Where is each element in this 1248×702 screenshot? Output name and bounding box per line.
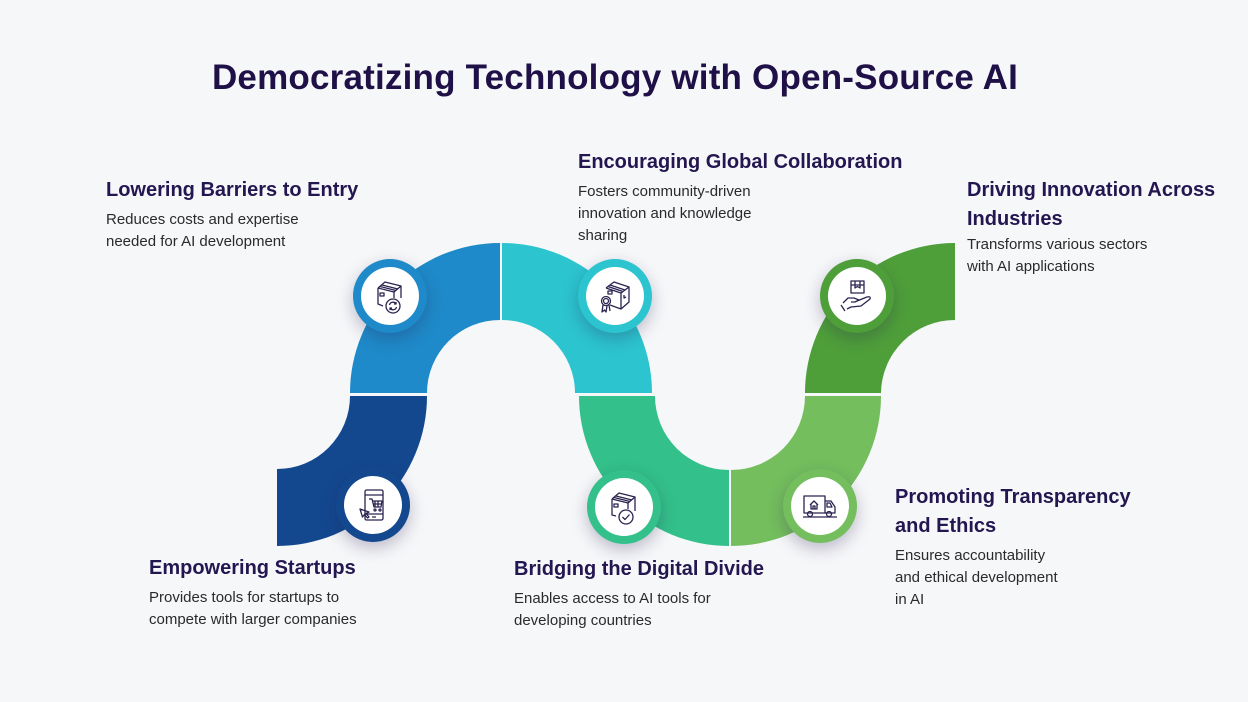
node-transparency-ethics [783,469,857,543]
description-line: innovation and knowledge [578,205,752,222]
item-lowering-barriers: Lowering Barriers to Entry Reduces costs… [106,176,358,253]
item-description: Fosters community-driven innovation and … [578,181,902,247]
description-line: in AI [895,591,925,608]
description-line: compete with larger companies [149,611,357,628]
page-title: Democratizing Technology with Open-Sourc… [211,58,1019,97]
segment-digital-divide [579,396,729,546]
heading-line: Industries [967,208,1063,230]
item-driving-innovation: Driving Innovation Across Industries Tra… [967,176,1215,278]
heading-line: and Ethics [895,515,997,537]
item-description: Reduces costs and expertise needed for A… [106,209,358,253]
node-driving-innovation [820,259,894,333]
item-heading: Lowering Barriers to Entry [106,179,359,201]
node-empowering-startups [336,468,410,542]
mobile-shopping-cart-icon [359,489,384,521]
item-description: Ensures accountability and ethical devel… [895,545,1131,611]
delivery-truck-icon [803,495,837,518]
description-line: Fosters community-driven [578,183,751,200]
segment-lowering-barriers [350,243,500,393]
node-lowering-barriers [353,259,427,333]
item-heading: Driving Innovation Across Industries [967,176,1215,234]
description-line: needed for AI development [106,233,286,250]
description-line: sharing [578,227,628,244]
item-description: Enables access to AI tools for developin… [514,588,764,632]
segment-global-collaboration [502,243,652,393]
description-line: and ethical development [895,569,1058,586]
item-empowering-startups: Empowering Startups Provides tools for s… [149,554,357,631]
hand-box-icon [840,280,871,312]
item-description: Transforms various sectors with AI appli… [967,234,1215,278]
heading-line: Driving Innovation Across [967,179,1216,201]
node-digital-divide [587,470,661,544]
box-refresh-icon [377,281,402,314]
description-line: Ensures accountability [895,547,1046,564]
segment-empowering-startups [277,396,427,546]
description-line: developing countries [514,612,652,629]
description-line: Reduces costs and expertise [106,211,299,228]
node-global-collaboration [578,259,652,333]
description-line: Transforms various sectors [967,236,1148,253]
description-line: Enables access to AI tools for [514,590,711,607]
item-description: Provides tools for startups to compete w… [149,587,357,631]
item-heading: Bridging the Digital Divide [514,558,765,580]
description-line: Provides tools for startups to [149,589,340,606]
item-heading: Promoting Transparency and Ethics [895,483,1131,541]
item-transparency-ethics: Promoting Transparency and Ethics Ensure… [895,483,1131,611]
box-award-icon [600,281,630,313]
item-heading: Encouraging Global Collaboration [578,151,903,173]
heading-line: Promoting Transparency [895,486,1131,508]
item-digital-divide: Bridging the Digital Divide Enables acce… [514,555,764,632]
item-global-collaboration: Encouraging Global Collaboration Fosters… [578,148,902,247]
box-check-icon [611,492,636,525]
item-heading: Empowering Startups [149,557,356,579]
description-line: with AI applications [967,258,1095,275]
